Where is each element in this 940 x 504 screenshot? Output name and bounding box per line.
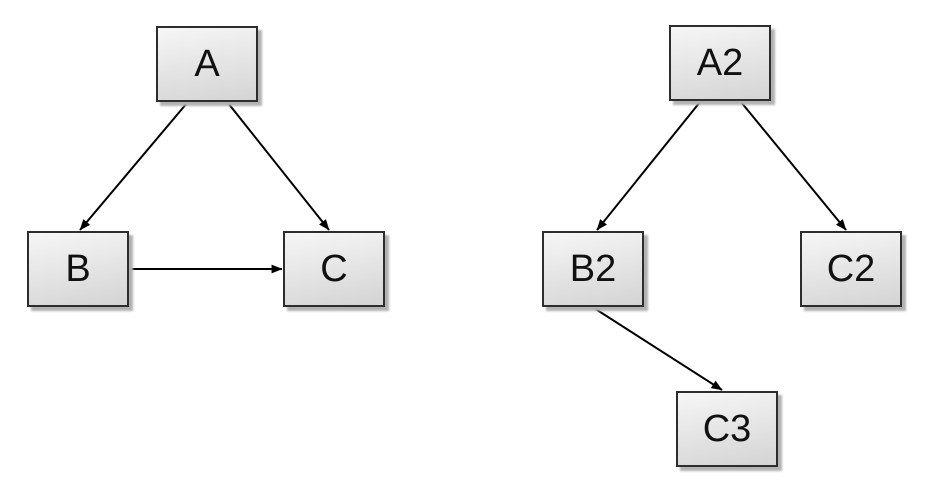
node-label-A: A <box>194 43 220 85</box>
node-label-A2: A2 <box>696 42 744 84</box>
node-B2[interactable]: B2 <box>542 231 644 307</box>
node-label-B2: B2 <box>569 248 617 290</box>
node-label-C3: C3 <box>702 408 752 450</box>
node-label-C: C <box>320 248 348 290</box>
edge-A2-B2[interactable] <box>596 101 701 231</box>
node-C2[interactable]: C2 <box>800 231 902 307</box>
edge-A-C[interactable] <box>227 102 330 231</box>
node-label-C2: C2 <box>826 248 876 290</box>
node-B[interactable]: B <box>27 231 129 307</box>
edge-A2-C2[interactable] <box>740 101 847 231</box>
edge-B2-C3[interactable] <box>593 307 723 391</box>
edge-A-B[interactable] <box>79 102 188 231</box>
node-C[interactable]: C <box>283 231 385 307</box>
node-label-B: B <box>65 248 91 290</box>
node-A2[interactable]: A2 <box>669 25 771 101</box>
node-A[interactable]: A <box>156 26 258 102</box>
node-C3[interactable]: C3 <box>676 391 778 467</box>
